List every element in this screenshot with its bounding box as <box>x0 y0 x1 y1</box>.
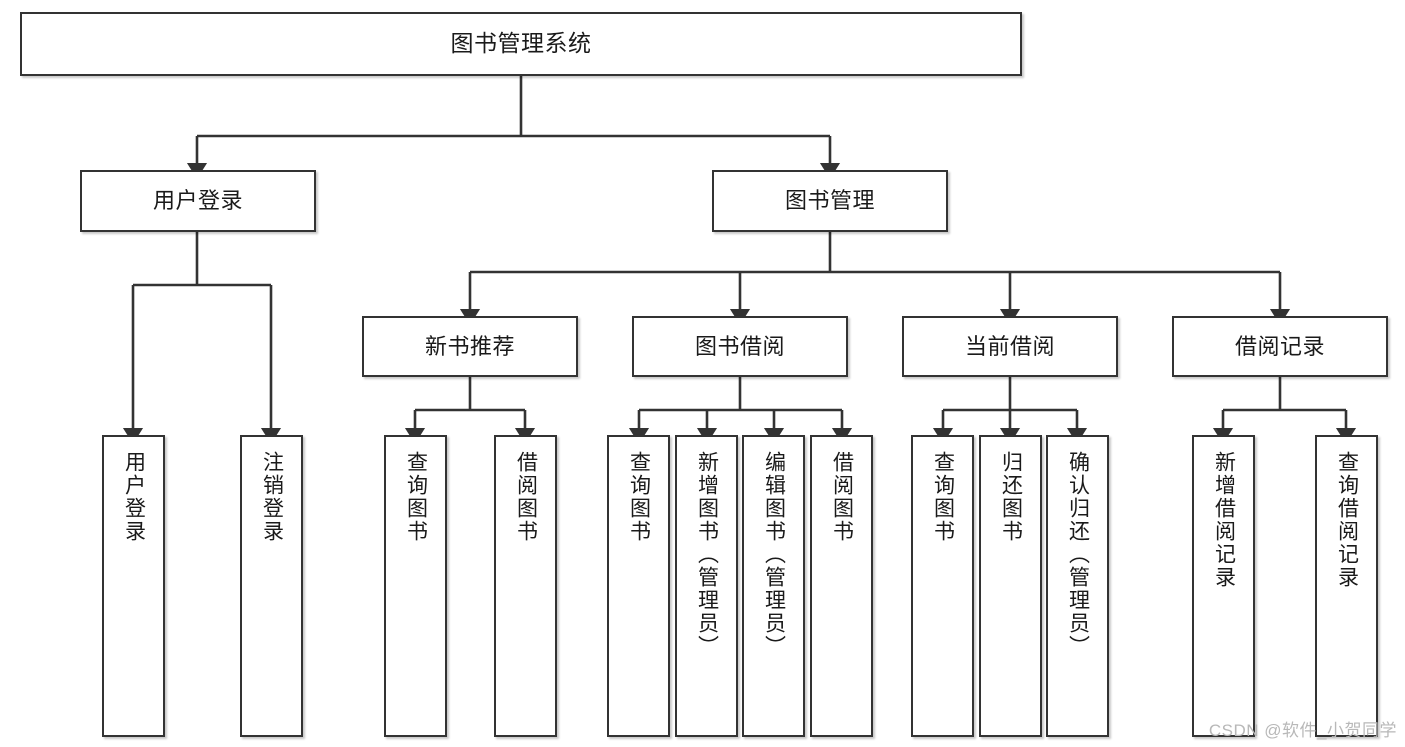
node-book-manage-label: 图书管理 <box>784 188 875 214</box>
node-leaf-add-book-label: 新增图书（管理员） <box>695 451 719 658</box>
node-leaf-borrow-book-2-label: 借阅图书 <box>830 451 854 543</box>
csdn-watermark: CSDN @软件_小贺同学 <box>1208 721 1397 740</box>
node-leaf-return-book[interactable]: 归还图书 <box>979 435 1042 737</box>
node-leaf-edit-book-label: 编辑图书（管理员） <box>762 451 786 658</box>
node-book-borrow-label: 图书借阅 <box>694 333 785 359</box>
node-leaf-add-book[interactable]: 新增图书（管理员） <box>675 435 738 737</box>
node-user-login[interactable]: 用户登录 <box>80 170 316 232</box>
node-user-login-label: 用户登录 <box>152 188 243 214</box>
node-book-manage[interactable]: 图书管理 <box>712 170 948 232</box>
node-leaf-user-login-label: 用户登录 <box>122 451 146 543</box>
node-current-borrow[interactable]: 当前借阅 <box>902 316 1118 377</box>
node-leaf-query-book-3[interactable]: 查询图书 <box>911 435 974 737</box>
node-leaf-borrow-book-1[interactable]: 借阅图书 <box>494 435 557 737</box>
node-new-book-recommend[interactable]: 新书推荐 <box>362 316 578 377</box>
node-leaf-borrow-book-2[interactable]: 借阅图书 <box>810 435 873 737</box>
node-leaf-query-record-label: 查询借阅记录 <box>1335 451 1359 589</box>
node-leaf-add-record[interactable]: 新增借阅记录 <box>1192 435 1255 737</box>
node-leaf-query-book-1-label: 查询图书 <box>404 451 428 543</box>
node-leaf-user-login[interactable]: 用户登录 <box>102 435 165 737</box>
node-borrow-record-label: 借阅记录 <box>1234 333 1325 359</box>
node-book-borrow[interactable]: 图书借阅 <box>632 316 848 377</box>
node-leaf-return-book-label: 归还图书 <box>999 451 1023 543</box>
node-leaf-query-book-1[interactable]: 查询图书 <box>384 435 447 737</box>
node-leaf-query-book-3-label: 查询图书 <box>931 451 955 543</box>
node-current-borrow-label: 当前借阅 <box>964 333 1055 359</box>
node-root[interactable]: 图书管理系统 <box>20 12 1022 76</box>
node-leaf-confirm-return-label: 确认归还（管理员） <box>1066 451 1090 658</box>
node-leaf-query-record[interactable]: 查询借阅记录 <box>1315 435 1378 737</box>
node-leaf-logout-login[interactable]: 注销登录 <box>240 435 303 737</box>
node-leaf-query-book-2-label: 查询图书 <box>627 451 651 543</box>
node-new-book-recommend-label: 新书推荐 <box>424 333 515 359</box>
node-leaf-edit-book[interactable]: 编辑图书（管理员） <box>742 435 805 737</box>
node-leaf-logout-login-label: 注销登录 <box>260 451 284 543</box>
node-root-label: 图书管理系统 <box>450 30 592 57</box>
node-leaf-add-record-label: 新增借阅记录 <box>1212 451 1236 589</box>
node-leaf-borrow-book-1-label: 借阅图书 <box>514 451 538 543</box>
node-borrow-record[interactable]: 借阅记录 <box>1172 316 1388 377</box>
node-leaf-confirm-return[interactable]: 确认归还（管理员） <box>1046 435 1109 737</box>
node-leaf-query-book-2[interactable]: 查询图书 <box>607 435 670 737</box>
